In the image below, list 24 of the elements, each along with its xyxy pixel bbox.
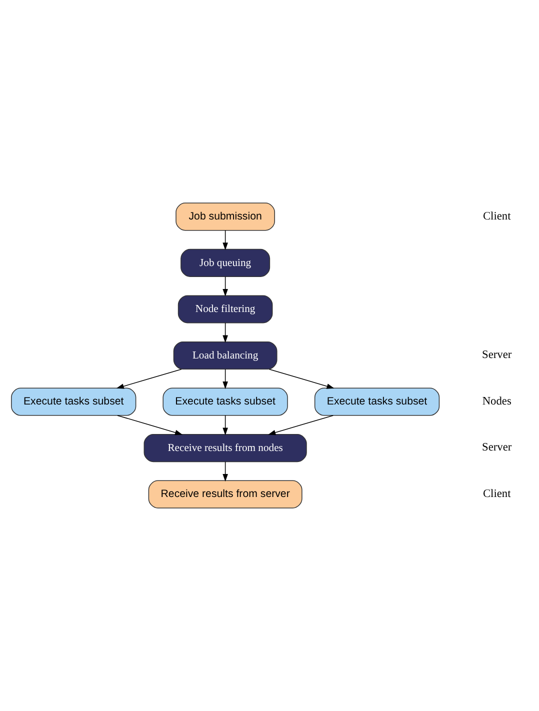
label: Nodes — [482, 395, 512, 408]
node-box: Receive results from server — [148, 480, 302, 508]
label: Server — [482, 442, 512, 454]
arrow — [222, 322, 228, 343]
node-box: Node filtering — [178, 295, 273, 324]
node-box: Job queuing — [180, 248, 270, 277]
node-box: Execute tasks subset — [162, 388, 288, 416]
node-box: Job submission — [176, 202, 275, 231]
arrow — [222, 230, 228, 250]
node-box: Execute tasks subset — [11, 388, 136, 416]
label: Server — [482, 349, 512, 362]
node-box: Receive results from nodes — [144, 434, 307, 462]
label: Client — [482, 488, 511, 500]
arrow — [268, 415, 334, 436]
arrow — [116, 368, 182, 389]
arrow — [268, 368, 334, 389]
arrow — [222, 368, 228, 390]
arrow — [117, 415, 183, 436]
node-box: Execute tasks subset — [314, 388, 440, 416]
node-box: Load balancing — [173, 341, 278, 370]
arrow — [222, 461, 228, 482]
label: Client — [482, 210, 511, 222]
arrow — [222, 276, 228, 297]
arrow — [222, 415, 228, 436]
